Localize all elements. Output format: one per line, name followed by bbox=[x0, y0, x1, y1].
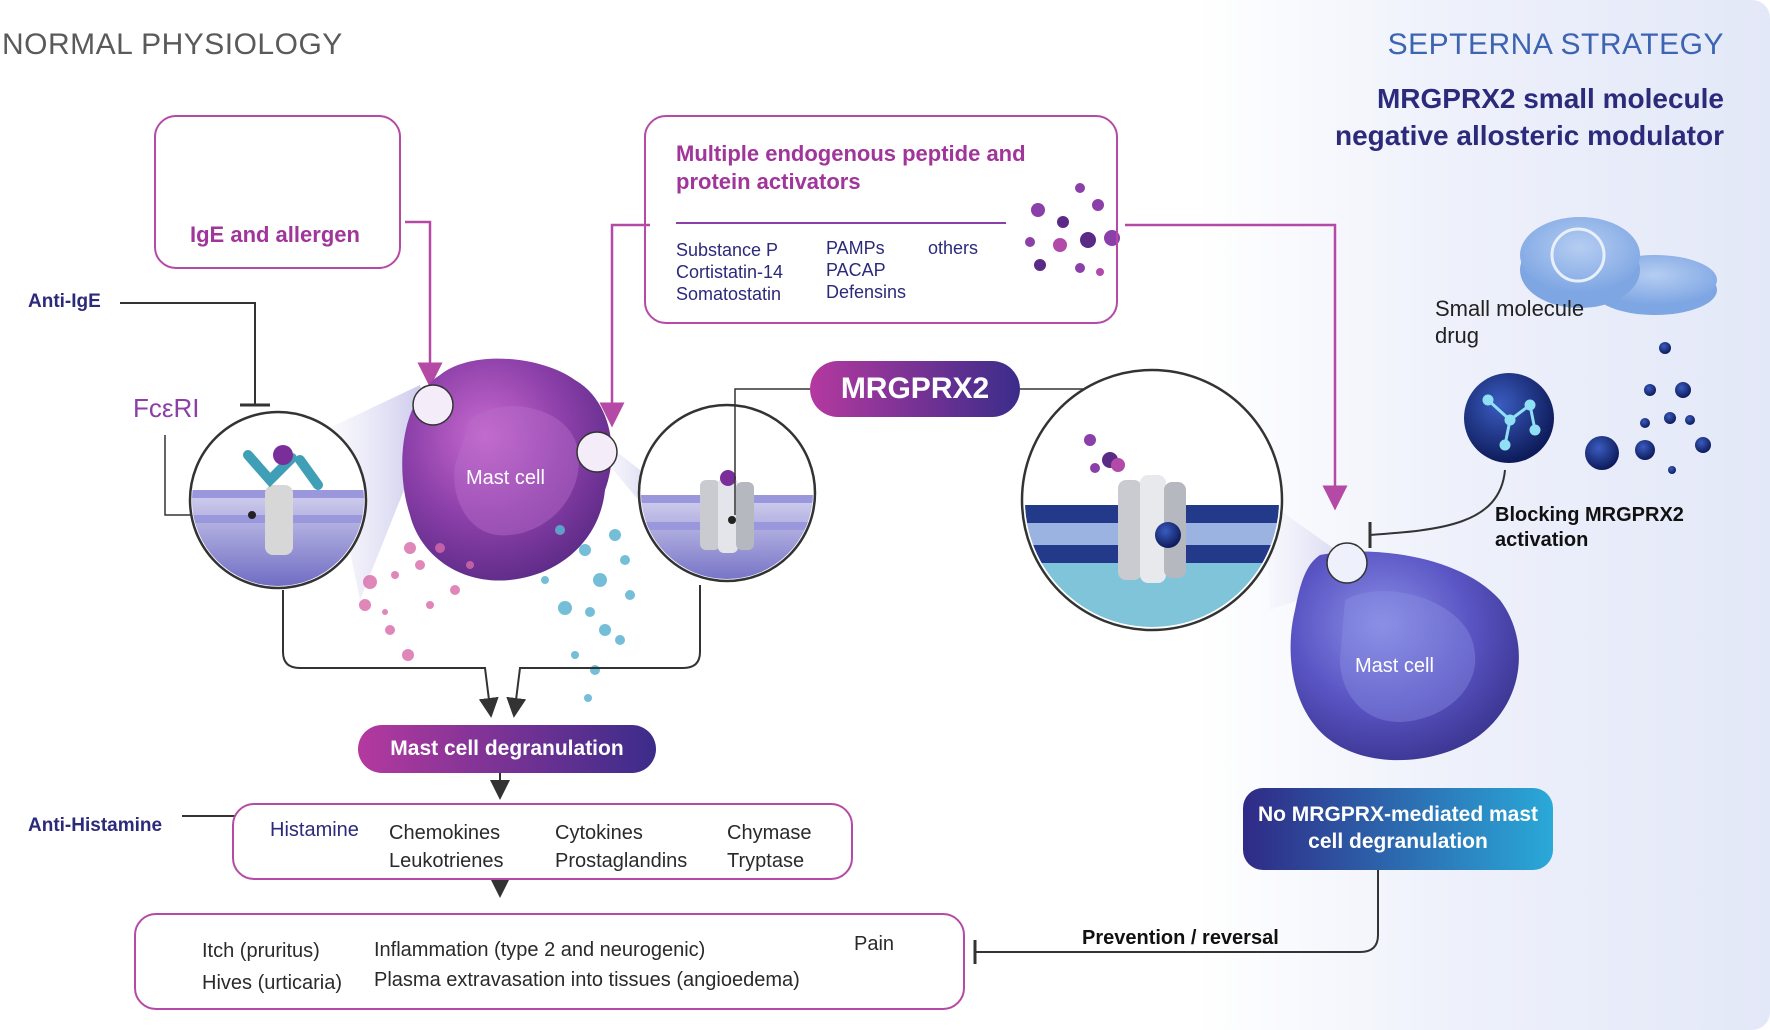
outcome-item: Plasma extravasation into tissues (angio… bbox=[374, 969, 800, 991]
histamine-label: Histamine bbox=[270, 819, 359, 841]
outcome-item: Hives (urticaria) bbox=[202, 972, 343, 994]
anti-histamine-label: Anti-Histamine bbox=[28, 815, 163, 836]
activator-item: Somatostatin bbox=[676, 284, 782, 304]
outcomes-col1: Itch (pruritus) Hives (urticaria) bbox=[202, 935, 342, 999]
mediator-item: Chemokines bbox=[389, 822, 501, 844]
mrgprx2-label: MRGPRX2 bbox=[840, 372, 990, 405]
activators-to-right-cell-arrow bbox=[1125, 223, 1348, 511]
blocked-receptor-zoom-circle bbox=[1020, 368, 1284, 632]
activators-col2: PAMPs PACAP Defensins bbox=[826, 237, 906, 303]
activator-item: Defensins bbox=[826, 282, 907, 302]
activators-box: Multiple endogenous peptide and protein … bbox=[644, 115, 1118, 324]
tablet-icon bbox=[1520, 217, 1717, 315]
zoom-spot-fceri bbox=[412, 384, 454, 426]
blocking-line bbox=[1369, 469, 1506, 536]
outcomes-box: Itch (pruritus) Hives (urticaria) Inflam… bbox=[134, 913, 965, 1010]
granules-magenta bbox=[359, 542, 474, 661]
mediator-item: Tryptase bbox=[727, 850, 805, 872]
activator-item: Substance P bbox=[676, 240, 779, 260]
activator-item: others bbox=[928, 238, 979, 258]
activators-divider bbox=[676, 222, 1006, 224]
degranulation-label: Mast cell degranulation bbox=[390, 737, 624, 760]
no-degranulation-box: No MRGPRX-mediated mast cell degranulati… bbox=[1243, 788, 1553, 870]
outcomes-col2: Inflammation (type 2 and neurogenic) Pla… bbox=[374, 935, 800, 995]
mediators-box: Histamine Chemokines Leukotrienes Cytoki… bbox=[232, 803, 853, 880]
mediator-item: Cytokines bbox=[555, 822, 643, 844]
ige-allergen-box: IgE and allergen bbox=[154, 115, 401, 269]
mast-cell-left-label: Mast cell bbox=[466, 467, 545, 489]
septerna-strategy-heading: SEPTERNA STRATEGY bbox=[1387, 28, 1724, 61]
activators-to-cell-arrow bbox=[599, 223, 650, 428]
mediator-item: Chymase bbox=[727, 822, 812, 844]
outcome-item: Inflammation (type 2 and neurogenic) bbox=[374, 939, 706, 961]
zoom-spot-mrgprx2 bbox=[576, 431, 618, 473]
normal-physiology-heading: NORMAL PHYSIOLOGY bbox=[2, 28, 343, 61]
mast-cell-right-label: Mast cell bbox=[1355, 655, 1434, 677]
mediators-col3: Chymase Tryptase bbox=[727, 819, 811, 875]
granules-blue bbox=[541, 525, 635, 702]
no-degranulation-label: No MRGPRX-mediated mast cell degranulati… bbox=[1257, 803, 1539, 853]
activator-item: Cortistatin-14 bbox=[676, 262, 784, 282]
mast-cell-right bbox=[1290, 551, 1519, 761]
ige-allergen-label: IgE and allergen bbox=[190, 222, 360, 247]
strategy-title: MRGPRX2 small molecule negative alloster… bbox=[1335, 83, 1724, 151]
activator-item: PACAP bbox=[826, 260, 886, 280]
blocking-label: Blocking MRGPRX2 activation bbox=[1495, 504, 1684, 551]
zoom-spot-blocked bbox=[1326, 542, 1368, 584]
fceri-label: FcεRI bbox=[133, 393, 200, 423]
activators-col1: Substance P Cortistatin-14 Somatostatin bbox=[676, 239, 783, 305]
anti-ige-label: Anti-IgE bbox=[28, 291, 101, 312]
outcome-item: Itch (pruritus) bbox=[202, 940, 320, 962]
mediators-col1: Chemokines Leukotrienes bbox=[389, 819, 504, 875]
activators-title: Multiple endogenous peptide and protein … bbox=[676, 141, 1026, 194]
mediator-item: Prostaglandins bbox=[555, 850, 688, 872]
ige-to-cell-arrow bbox=[405, 220, 443, 388]
mrgprx2-pointer bbox=[734, 388, 810, 515]
outcomes-col3: Pain bbox=[854, 933, 894, 956]
prevention-line bbox=[975, 858, 1379, 953]
activators-col3: others bbox=[928, 237, 978, 259]
mediators-col2: Cytokines Prostaglandins bbox=[555, 819, 687, 875]
small-molecule-drug-label: Small molecule drug bbox=[1435, 296, 1585, 348]
fceri-to-degranulation-arrow bbox=[282, 590, 499, 718]
anti-ige-inhibition-line bbox=[120, 302, 256, 405]
activator-item: PAMPs bbox=[826, 238, 885, 258]
mrgprx2-to-degranulation-arrow bbox=[506, 585, 701, 718]
outcome-item: Pain bbox=[854, 933, 895, 955]
degranulation-pill: Mast cell degranulation bbox=[358, 725, 656, 773]
mrgprx2-zoom-circle bbox=[637, 403, 817, 583]
prevention-label: Prevention / reversal bbox=[1082, 927, 1279, 949]
mrgprx2-pill: MRGPRX2 bbox=[810, 361, 1020, 417]
small-molecule-icon bbox=[1464, 342, 1711, 474]
mediator-item: Leukotrienes bbox=[389, 850, 504, 872]
